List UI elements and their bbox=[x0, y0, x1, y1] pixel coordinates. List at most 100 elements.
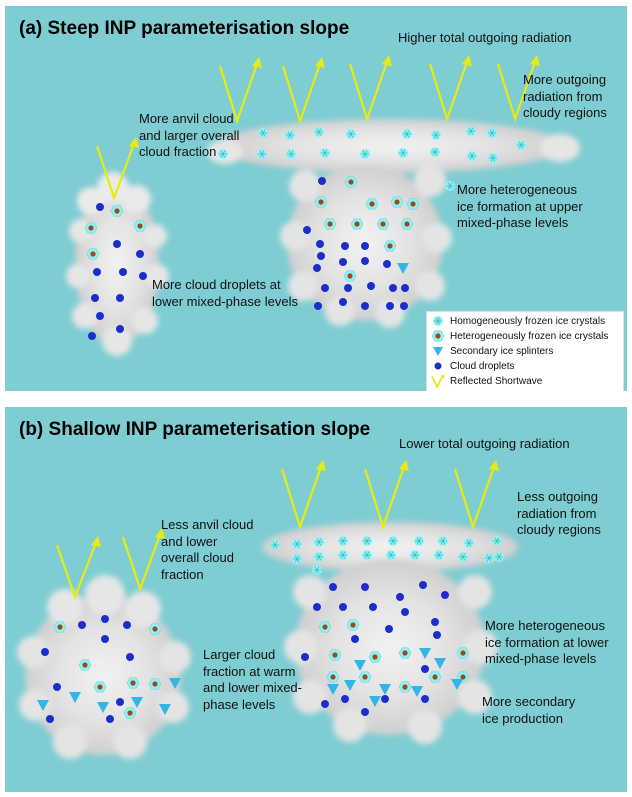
cloud-droplet bbox=[421, 665, 429, 673]
cloud-droplet bbox=[396, 593, 404, 601]
heterogeneous-ice-crystal bbox=[384, 241, 396, 251]
heterogeneous-note-a: More heterogeneous ice formation at uppe… bbox=[457, 182, 583, 232]
cloud-droplet bbox=[383, 260, 391, 268]
cloud-droplet bbox=[96, 312, 104, 320]
heterogeneous-ice-crystal bbox=[457, 648, 469, 658]
heterogeneous-ice-crystal bbox=[429, 672, 441, 682]
cloud-droplet bbox=[93, 268, 101, 276]
cloud-droplet bbox=[318, 177, 326, 185]
homogeneous-ice-crystal bbox=[430, 147, 440, 157]
legend-label: Cloud droplets bbox=[450, 361, 514, 372]
homogeneous-ice-crystal bbox=[314, 552, 324, 562]
cloud-droplet bbox=[101, 635, 109, 643]
cloud-droplet bbox=[113, 240, 121, 248]
droplets-note-a: More cloud droplets at lower mixed-phase… bbox=[152, 277, 298, 310]
homogeneous-ice-crystal bbox=[467, 151, 477, 161]
cloud-droplet bbox=[41, 648, 49, 656]
cloud-droplet bbox=[421, 695, 429, 703]
homogeneous-ice-crystal bbox=[270, 540, 280, 550]
homogeneous-ice-crystal bbox=[433, 316, 443, 326]
legend-label: Reflected Shortwave bbox=[450, 376, 542, 387]
ice-splinter-icon bbox=[431, 344, 445, 358]
cloud-droplet bbox=[341, 242, 349, 250]
heterogeneous-ice-crystal bbox=[344, 271, 356, 281]
heterogeneous-ice-crystal bbox=[111, 206, 123, 216]
cloudy-radiation-note-b: Less outgoing radiation from cloudy regi… bbox=[517, 489, 601, 539]
heterogeneous-note-b: More heterogeneous ice formation at lowe… bbox=[485, 618, 609, 668]
homogeneous-ice-crystal bbox=[487, 128, 497, 138]
reflected-shortwave-arrow bbox=[283, 57, 325, 121]
cloud-droplet bbox=[119, 268, 127, 276]
cloud-droplet bbox=[88, 332, 96, 340]
heterogeneous-ice-crystal bbox=[327, 672, 339, 682]
panel-b-title: (b) Shallow INP parameterisation slope bbox=[19, 419, 370, 441]
cloud-droplet bbox=[106, 715, 114, 723]
cloud-droplet bbox=[313, 264, 321, 272]
cloud-droplet bbox=[361, 302, 369, 310]
cloud-droplet bbox=[303, 226, 311, 234]
reflected-shortwave-arrow bbox=[430, 55, 472, 119]
cloud-droplet bbox=[46, 715, 54, 723]
heterogeneous-ice-crystal bbox=[351, 219, 363, 229]
homogeneous-ice-crystal bbox=[438, 536, 448, 546]
homogeneous-ice-crystal bbox=[458, 552, 468, 562]
homogeneous-ice-crystal bbox=[292, 554, 302, 564]
heterogeneous-ice-crystal bbox=[94, 682, 106, 692]
cloud-droplet bbox=[344, 284, 352, 292]
panel-b-diagram bbox=[5, 407, 627, 792]
heterogeneous-ice-crystal bbox=[319, 622, 331, 632]
cloud-droplet bbox=[351, 635, 359, 643]
homogeneous-ice-crystal bbox=[314, 127, 324, 137]
cloud-droplet bbox=[126, 653, 134, 661]
homogeneous-ice-crystal bbox=[492, 536, 502, 546]
cloud-droplet-icon bbox=[431, 359, 445, 373]
homogeneous-ice-crystal bbox=[484, 553, 494, 563]
legend-row-homogeneous: Homogeneously frozen ice crystals bbox=[431, 314, 605, 328]
anvil-note-b: Less anvil cloud and lower overall cloud… bbox=[161, 517, 254, 583]
cloud-droplet bbox=[361, 583, 369, 591]
cloud-droplet bbox=[389, 284, 397, 292]
cloud-droplet bbox=[419, 581, 427, 589]
cloud-droplet bbox=[367, 282, 375, 290]
cloud-droplet bbox=[321, 284, 329, 292]
cloud-droplet bbox=[401, 284, 409, 292]
heterogeneous-ice-crystal bbox=[124, 708, 136, 718]
heterogeneous-ice-crystal bbox=[329, 650, 341, 660]
cloud-droplet bbox=[341, 695, 349, 703]
homogeneous-ice-crystal bbox=[258, 128, 268, 138]
homogeneous-ice-crystal bbox=[362, 550, 372, 560]
homogeneous-ice-crystal bbox=[338, 550, 348, 560]
heterogeneous-ice-crystal bbox=[347, 620, 359, 630]
legend-label: Homogeneously frozen ice crystals bbox=[450, 316, 605, 327]
cloud-droplet bbox=[316, 240, 324, 248]
heterogeneous-ice-crystal bbox=[359, 672, 371, 682]
heterogeneous-ice-crystal bbox=[366, 199, 378, 209]
heterogeneous-ice-crystal bbox=[79, 660, 91, 670]
heterogeneous-ice-crystal bbox=[401, 219, 413, 229]
legend: Homogeneously frozen ice crystals Hetero… bbox=[426, 311, 624, 391]
cloud-droplet bbox=[329, 583, 337, 591]
cloud-droplet bbox=[116, 294, 124, 302]
cloud-droplet bbox=[361, 708, 369, 716]
heterogeneous-ice-crystal bbox=[87, 249, 99, 259]
heterogeneous-ice-crystal bbox=[345, 177, 357, 187]
cloud-droplet bbox=[386, 302, 394, 310]
cloud-droplet bbox=[314, 302, 322, 310]
homogeneous-ice-icon bbox=[431, 314, 445, 328]
reflected-shortwave-arrow bbox=[455, 460, 499, 527]
cloud-droplet bbox=[339, 258, 347, 266]
legend-row-droplet: Cloud droplets bbox=[431, 359, 514, 373]
heterogeneous-ice-crystal bbox=[149, 624, 161, 634]
cloud-droplet bbox=[101, 615, 109, 623]
reflected-shortwave-arrow bbox=[123, 528, 165, 589]
cloud-droplet bbox=[431, 618, 439, 626]
panel-a: (a) Steep INP parameterisation slope Hig… bbox=[5, 6, 627, 391]
cloud-droplet bbox=[369, 603, 377, 611]
small-cloud-b bbox=[17, 575, 191, 759]
homogeneous-ice-crystal bbox=[434, 550, 444, 560]
cloud-droplet bbox=[433, 631, 441, 639]
cloud-droplet bbox=[339, 298, 347, 306]
heterogeneous-ice-crystal bbox=[315, 197, 327, 207]
cloud-droplet bbox=[361, 242, 369, 250]
reflected-shortwave-icon bbox=[431, 374, 445, 388]
